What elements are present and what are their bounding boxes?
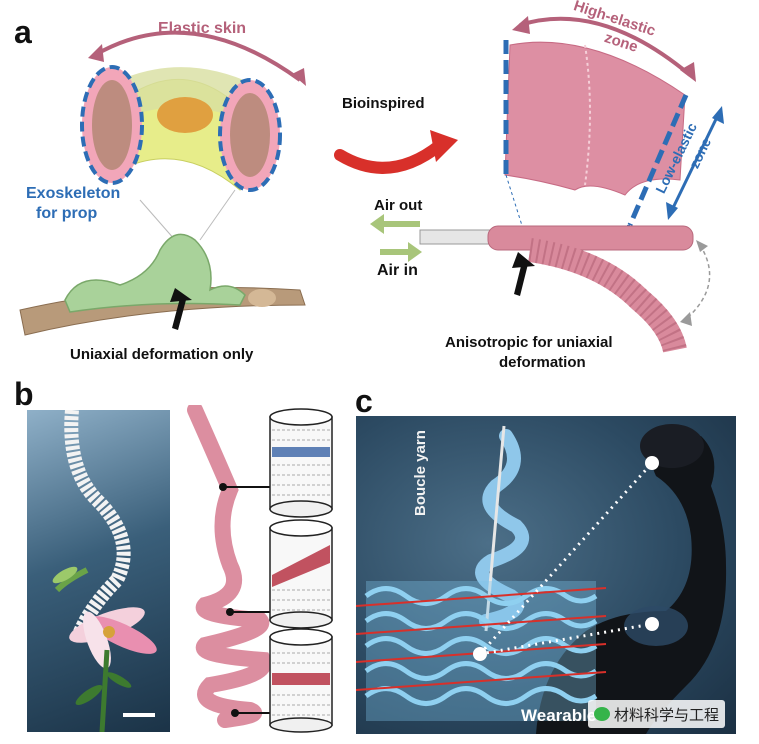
white-actuator <box>64 410 131 643</box>
elastic-skin-label: Elastic skin <box>158 20 247 37</box>
marker-fabric <box>473 647 487 661</box>
panel-a-figure <box>19 16 724 354</box>
watermark: 材料科学与工程 <box>588 700 726 728</box>
black-arrow-a <box>170 288 192 302</box>
bioinspired-label: Bioinspired <box>342 95 425 112</box>
panel-c-image: Boucle yarn Wearable 材料科学与工程 <box>356 416 736 734</box>
air-out-label: Air out <box>374 197 423 214</box>
knit-cylinder-3 <box>269 628 333 733</box>
watermark-text: 材料科学与工程 <box>614 705 720 724</box>
scale-bar <box>123 713 155 717</box>
bioinspired-arrow <box>334 139 446 174</box>
knit-cylinder-2 <box>269 519 333 629</box>
zoomed-segment <box>504 41 686 196</box>
elastic-skin-arrow <box>93 30 302 82</box>
uniaxial-only-label: Uniaxial deformation only <box>70 346 254 363</box>
arm <box>536 436 727 734</box>
knit-cylinder-1 <box>269 408 333 518</box>
black-arrow-actuator <box>512 252 535 268</box>
anisotropic-label-line2: deformation <box>499 354 586 371</box>
helical-tube <box>187 405 272 728</box>
air-out-arrow <box>370 214 384 234</box>
exoskeleton-label-line2: for prop <box>36 205 98 222</box>
boucle-yarn-label: Boucle yarn <box>412 430 429 516</box>
air-in-label: Air in <box>377 262 418 279</box>
caterpillar <box>64 233 246 313</box>
panel-a-letter: a <box>14 14 32 50</box>
wechat-icon <box>594 707 610 721</box>
marker-glove <box>645 456 659 470</box>
panel-b-schematic <box>187 405 333 733</box>
panel-c-letter: c <box>355 383 373 419</box>
wearable-label: Wearable <box>521 706 597 725</box>
anisotropic-label-line1: Anisotropic for uniaxial <box>445 334 613 351</box>
actuator-straight <box>487 225 694 251</box>
air-tube <box>419 229 491 245</box>
panel-b-photo <box>27 410 170 732</box>
marker-sleeve <box>645 617 659 631</box>
lily-flower <box>69 607 157 669</box>
exoskeleton-label-line1: Exoskeleton <box>26 185 121 202</box>
boucle-yarn-spiral <box>475 429 530 628</box>
panel-b-letter: b <box>14 376 34 412</box>
organs <box>157 97 213 133</box>
air-in-arrow <box>408 242 422 262</box>
glove <box>640 424 704 468</box>
